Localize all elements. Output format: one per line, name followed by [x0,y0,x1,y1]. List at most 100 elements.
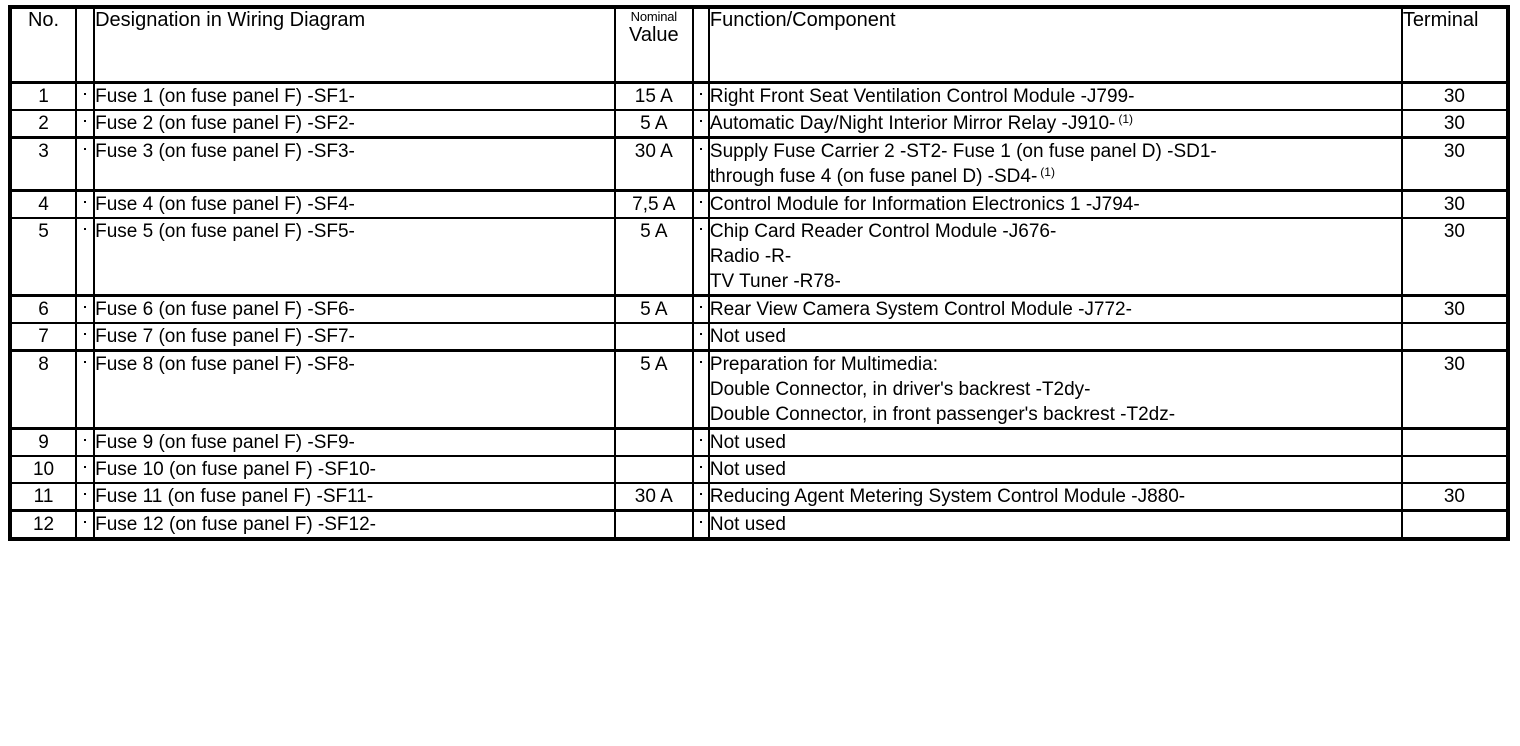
cell-no: 6 [8,294,78,324]
cell-no: 9 [8,427,78,457]
cell-designation: Fuse 8 (on fuse panel F) -SF8- [93,349,616,430]
spacer-cell-right [691,455,710,484]
spacer-cell-left [75,109,96,139]
cell-nominal-value: 15 A [613,81,694,111]
cell-nominal-value: 30 A [613,482,694,512]
cell-terminal: 30 [1400,109,1510,139]
cell-no: 4 [8,189,78,219]
cell-designation: Fuse 11 (on fuse panel F) -SF11- [93,482,616,512]
cell-nominal-value: 5 A [613,109,694,139]
spacer-column-header-1 [75,6,96,84]
tick-mark-icon [84,333,87,335]
function-component-text: Supply Fuse Carrier 2 -ST2- Fuse 1 (on f… [709,141,1217,187]
cell-function-component: Not used [707,322,1403,352]
spacer-cell-left [75,349,96,430]
cell-no: 2 [8,109,78,139]
function-component-text: Rear View Camera System Control Module -… [709,299,1132,320]
spacer-cell-left [75,322,96,352]
tick-mark-icon [699,120,702,122]
tick-mark-icon [84,466,87,468]
cell-terminal: 30 [1400,294,1510,324]
tick-mark-icon [699,521,702,523]
cell-function-component: Not used [707,427,1403,457]
cell-terminal: 30 [1400,217,1510,297]
cell-designation: Fuse 9 (on fuse panel F) -SF9- [93,427,616,457]
spacer-cell-right [691,217,710,297]
column-header-terminal: Terminal [1400,6,1510,84]
cell-nominal-value [613,509,694,541]
spacer-cell-left [75,509,96,541]
fuse-assignment-table: No. Designation in Wiring Diagram Nomina… [8,5,1510,541]
cell-function-component: Chip Card Reader Control Module -J676- R… [707,217,1403,297]
tick-mark-icon [84,521,87,523]
cell-no: 3 [8,136,78,192]
cell-no: 5 [8,217,78,297]
footnote-marker: (1) [1040,165,1055,179]
spacer-cell-right [691,294,710,324]
tick-mark-icon [699,361,702,363]
tick-mark-icon [699,201,702,203]
spacer-cell-right [691,349,710,430]
spacer-cell-right [691,109,710,139]
cell-nominal-value [613,455,694,484]
spacer-cell-left [75,189,96,219]
cell-function-component: Not used [707,455,1403,484]
function-component-text: Not used [709,432,786,453]
spacer-cell-right [691,482,710,512]
tick-mark-icon [84,93,87,95]
cell-terminal [1400,322,1510,352]
cell-terminal [1400,427,1510,457]
column-header-designation: Designation in Wiring Diagram [93,6,616,84]
footnote-marker: (1) [1118,112,1134,126]
cell-designation: Fuse 12 (on fuse panel F) -SF12- [93,509,616,541]
tick-mark-icon [699,148,702,150]
spacer-cell-right [691,189,710,219]
cell-function-component: Preparation for Multimedia: Double Conne… [707,349,1403,430]
cell-no: 8 [8,349,78,430]
spacer-cell-left [75,482,96,512]
spacer-column-header-2 [691,6,710,84]
cell-designation: Fuse 6 (on fuse panel F) -SF6- [93,294,616,324]
spacer-cell-right [691,322,710,352]
tick-mark-icon [84,361,87,363]
cell-function-component: Supply Fuse Carrier 2 -ST2- Fuse 1 (on f… [707,136,1403,192]
cell-terminal: 30 [1400,136,1510,192]
column-header-no: No. [8,6,78,84]
spacer-cell-left [75,455,96,484]
cell-function-component: Automatic Day/Night Interior Mirror Rela… [707,109,1403,139]
header-row: No. Designation in Wiring Diagram Nomina… [8,6,1510,84]
cell-function-component: Reducing Agent Metering System Control M… [707,482,1403,512]
cell-no: 10 [8,455,78,484]
tick-mark-icon [699,228,702,230]
tick-mark-icon [699,493,702,495]
spacer-cell-left [75,81,96,111]
function-component-text: Not used [709,514,786,535]
function-component-text: Preparation for Multimedia: Double Conne… [709,354,1176,425]
spacer-cell-left [75,136,96,192]
column-header-nominal-word: Nominal [630,9,677,24]
tick-mark-icon [699,333,702,335]
function-component-text: Not used [709,459,786,480]
spacer-cell-left [75,294,96,324]
tick-mark-icon [84,306,87,308]
cell-terminal: 30 [1400,81,1510,111]
cell-nominal-value: 5 A [613,217,694,297]
function-component-text: Automatic Day/Night Interior Mirror Rela… [709,113,1116,134]
tick-mark-icon [699,466,702,468]
cell-terminal: 30 [1400,349,1510,430]
cell-no: 12 [8,509,78,541]
column-header-value-word: Value [628,24,679,46]
cell-nominal-value: 7,5 A [613,189,694,219]
tick-mark-icon [699,93,702,95]
cell-terminal [1400,509,1510,541]
cell-designation: Fuse 4 (on fuse panel F) -SF4- [93,189,616,219]
spacer-cell-right [691,136,710,192]
tick-mark-icon [84,439,87,441]
